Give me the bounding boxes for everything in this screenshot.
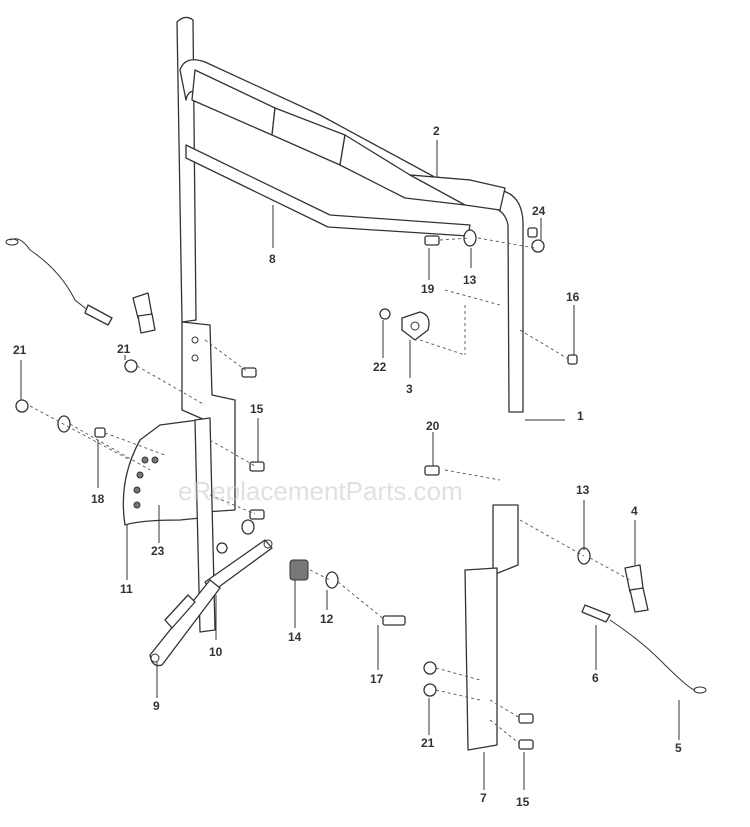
- callout-3: 3: [406, 382, 413, 396]
- callout-21-bottom: 21: [421, 736, 435, 750]
- callout-4: 4: [631, 504, 638, 518]
- callout-6: 6: [592, 671, 599, 685]
- knob-right: [624, 564, 649, 613]
- callout-20: 20: [426, 419, 440, 433]
- callout-12: 12: [320, 612, 334, 626]
- callout-18: 18: [91, 492, 105, 506]
- callout-2: 2: [433, 124, 440, 138]
- callout-11: 11: [120, 582, 133, 596]
- callout-24: 24: [532, 204, 546, 218]
- callout-15-bottom: 15: [516, 795, 530, 809]
- quadrant-plate: [122, 419, 201, 526]
- callout-labels: 1 2 3 4 5 6 7 8 9 10 11 12 13 13 14 15 1…: [13, 124, 682, 809]
- lanyard-left: [5, 238, 113, 326]
- callout-7: 7: [480, 791, 487, 805]
- right-bracket-assembly: [464, 504, 519, 751]
- callout-5: 5: [675, 741, 682, 755]
- callout-15-left: 15: [250, 402, 264, 416]
- bracket-clip: [401, 311, 430, 341]
- lever-arm: [149, 539, 273, 667]
- fasteners: [15, 227, 591, 750]
- knob-left: [132, 292, 156, 334]
- callout-9: 9: [153, 699, 160, 713]
- callout-22: 22: [373, 360, 387, 374]
- callout-13-top: 13: [463, 273, 477, 287]
- callout-17: 17: [370, 672, 384, 686]
- callout-16: 16: [566, 290, 580, 304]
- callout-21-mid: 21: [117, 342, 131, 356]
- handle-assembly: [176, 16, 524, 413]
- callout-21-left: 21: [13, 343, 27, 357]
- callout-8: 8: [269, 252, 276, 266]
- watermark: eReplacementParts.com: [178, 476, 463, 506]
- callout-14: 14: [288, 630, 302, 644]
- leader-lines: [20, 140, 680, 790]
- callout-1: 1: [577, 409, 584, 423]
- assembly-lines: [29, 237, 631, 745]
- callout-10: 10: [209, 645, 223, 659]
- callout-13-right: 13: [576, 483, 590, 497]
- left-upper-bracket: [181, 321, 236, 513]
- callout-19: 19: [421, 282, 435, 296]
- callout-23: 23: [151, 544, 165, 558]
- lanyard-right: [581, 604, 707, 694]
